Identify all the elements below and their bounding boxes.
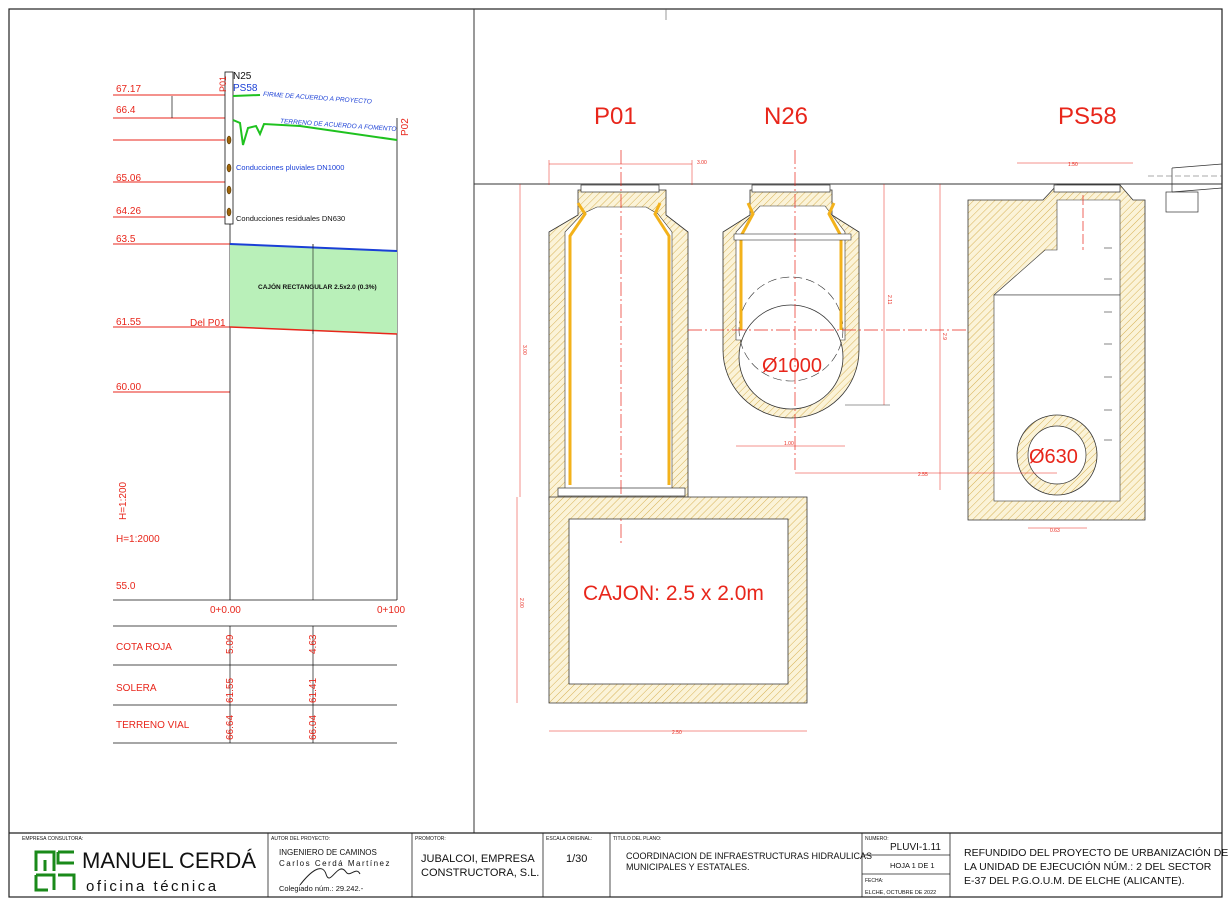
level-label: 60.00 — [116, 382, 141, 393]
terrain-line — [232, 119, 398, 146]
titulo-line2: MUNICIPALES Y ESTATALES. — [626, 862, 750, 872]
autor-role: INGENIERO DE CAMINOS — [279, 848, 377, 857]
project-line1: REFUNDIDO DEL PROYECTO DE URBANIZACIÓN D… — [964, 846, 1228, 859]
row-value: 61.55 — [225, 678, 236, 703]
titulo-header: TITULO DEL PLANO: — [613, 836, 661, 842]
n26-section: Ø1000 2.11 1.00 — [688, 150, 975, 470]
firme-annotation: FIRME DE ACUERDO A PROYECTO — [263, 91, 372, 106]
n26-diameter: Ø1000 — [762, 355, 822, 377]
station-label: 0+100 — [377, 605, 406, 616]
residuales-annotation: Conducciones residuales DN630 — [236, 214, 345, 223]
longitudinal-profile: 67.17 66.4 65.06 64.26 63.5 61.55 60.00 … — [113, 71, 411, 744]
ps58-profile-label: PS58 — [233, 83, 258, 94]
company-logo — [34, 850, 76, 892]
autor-name: Carlos Cerdá Martínez — [279, 859, 391, 868]
escala-header: ESCALA ORIGINAL: — [546, 836, 592, 842]
project-line3: E-37 DEL P.G.O.U.M. DE ELCHE (ALICANTE). — [964, 875, 1185, 887]
row-value: 5.09 — [225, 634, 236, 654]
level-label: 67.17 — [116, 84, 141, 95]
row-label-solera: SOLERA — [116, 683, 157, 694]
company-name: MANUEL CERDÁ — [82, 848, 256, 873]
level-label: 66.4 — [116, 105, 136, 116]
del-p01-label: Del P01 — [190, 318, 226, 329]
titulo-line1: COORDINACION DE INFRAESTRUCTURAS HIDRAUL… — [626, 851, 872, 861]
row-value: 4.63 — [308, 634, 319, 654]
ps58-title: PS58 — [1058, 103, 1117, 130]
level-label: 63.5 — [116, 234, 136, 245]
pluviales-annotation: Conducciones pluviales DN1000 — [236, 163, 344, 172]
row-value: 61.41 — [308, 678, 319, 703]
level-label: 64.26 — [116, 206, 141, 217]
p01-top-dim: 3.00 — [697, 160, 707, 166]
signature — [299, 868, 361, 886]
n26-title: N26 — [764, 103, 808, 130]
ps58-top-dim: 1.50 — [1068, 162, 1078, 168]
ps58-diameter: Ø630 — [1029, 446, 1078, 468]
scale-h-label: H=1:200 — [118, 481, 129, 520]
project-line2: LA UNIDAD DE EJECUCIÓN NÚM.: 2 DEL SECTO… — [964, 860, 1212, 873]
ps58-height-dim: 2.9 — [941, 333, 947, 340]
firme-line — [232, 94, 261, 97]
p01-side-dim: 3.00 — [521, 345, 527, 355]
p01-section: 3.00 3.00 — [519, 150, 707, 545]
p02-label: P02 — [400, 118, 411, 136]
level-label: 55.0 — [116, 581, 136, 592]
row-value: 66.64 — [225, 715, 236, 740]
fecha-value: ELCHE, OCTUBRE DE 2022 — [865, 890, 936, 896]
numero-value: PLUVI-1.11 — [890, 842, 941, 853]
scale-v-label: H=1:2000 — [116, 534, 160, 545]
p01-title: P01 — [594, 103, 637, 130]
promotor-line1: JUBALCOI, EMPRESA — [421, 853, 535, 865]
autor-colegiado: Colegiado núm.: 29.242.- — [279, 884, 364, 893]
sheet-border — [8, 8, 1223, 898]
title-block: EMPRESA CONSULTORA: MANUEL CERDÁ oficina… — [22, 833, 1228, 897]
cajon-height-dim: 2.00 — [518, 598, 524, 608]
n26-width-dim: 1.00 — [784, 441, 794, 447]
autor-header: AUTOR DEL PROYECTO: — [271, 836, 330, 842]
cajon-annotation: CAJÓN RECTANGULAR 2.5x2.0 (0.3%) — [258, 282, 377, 291]
promotor-line2: CONSTRUCTORA, S.L. — [421, 867, 539, 879]
cajon-band — [230, 244, 397, 334]
n26-height-dim: 2.11 — [886, 295, 892, 305]
row-label-cota-roja: COTA ROJA — [116, 642, 172, 653]
hoja-value: HOJA 1 DE 1 — [890, 861, 935, 870]
cajon-label: CAJON: 2.5 x 2.0m — [583, 582, 764, 605]
cajon-width-dim: 2.50 — [672, 730, 682, 736]
numero-header: NUMERO: — [865, 836, 889, 842]
company-subtitle: oficina técnica — [86, 878, 219, 895]
consultora-header: EMPRESA CONSULTORA: — [22, 836, 83, 842]
level-label: 61.55 — [116, 317, 141, 328]
row-label-terreno-vial: TERRENO VIAL — [116, 720, 190, 731]
ps58-side-dim: 2.55 — [918, 472, 928, 478]
level-label: 65.06 — [116, 173, 141, 184]
station-label: 0+0.00 — [210, 605, 241, 616]
ps58-section: Ø630 1.50 2.9 2.55 0.63 — [795, 162, 1223, 534]
escala-value: 1/30 — [566, 853, 587, 865]
fecha-header: FECHA: — [865, 878, 883, 884]
promotor-header: PROMOTOR: — [415, 836, 446, 842]
cajon-section: CAJON: 2.5 x 2.0m 2.00 2.50 — [516, 496, 808, 736]
row-value: 66.04 — [308, 715, 319, 740]
p01-profile-label: P01 — [218, 76, 228, 92]
n25-label: N25 — [233, 71, 252, 82]
ps58-width-dim: 0.63 — [1050, 528, 1060, 534]
